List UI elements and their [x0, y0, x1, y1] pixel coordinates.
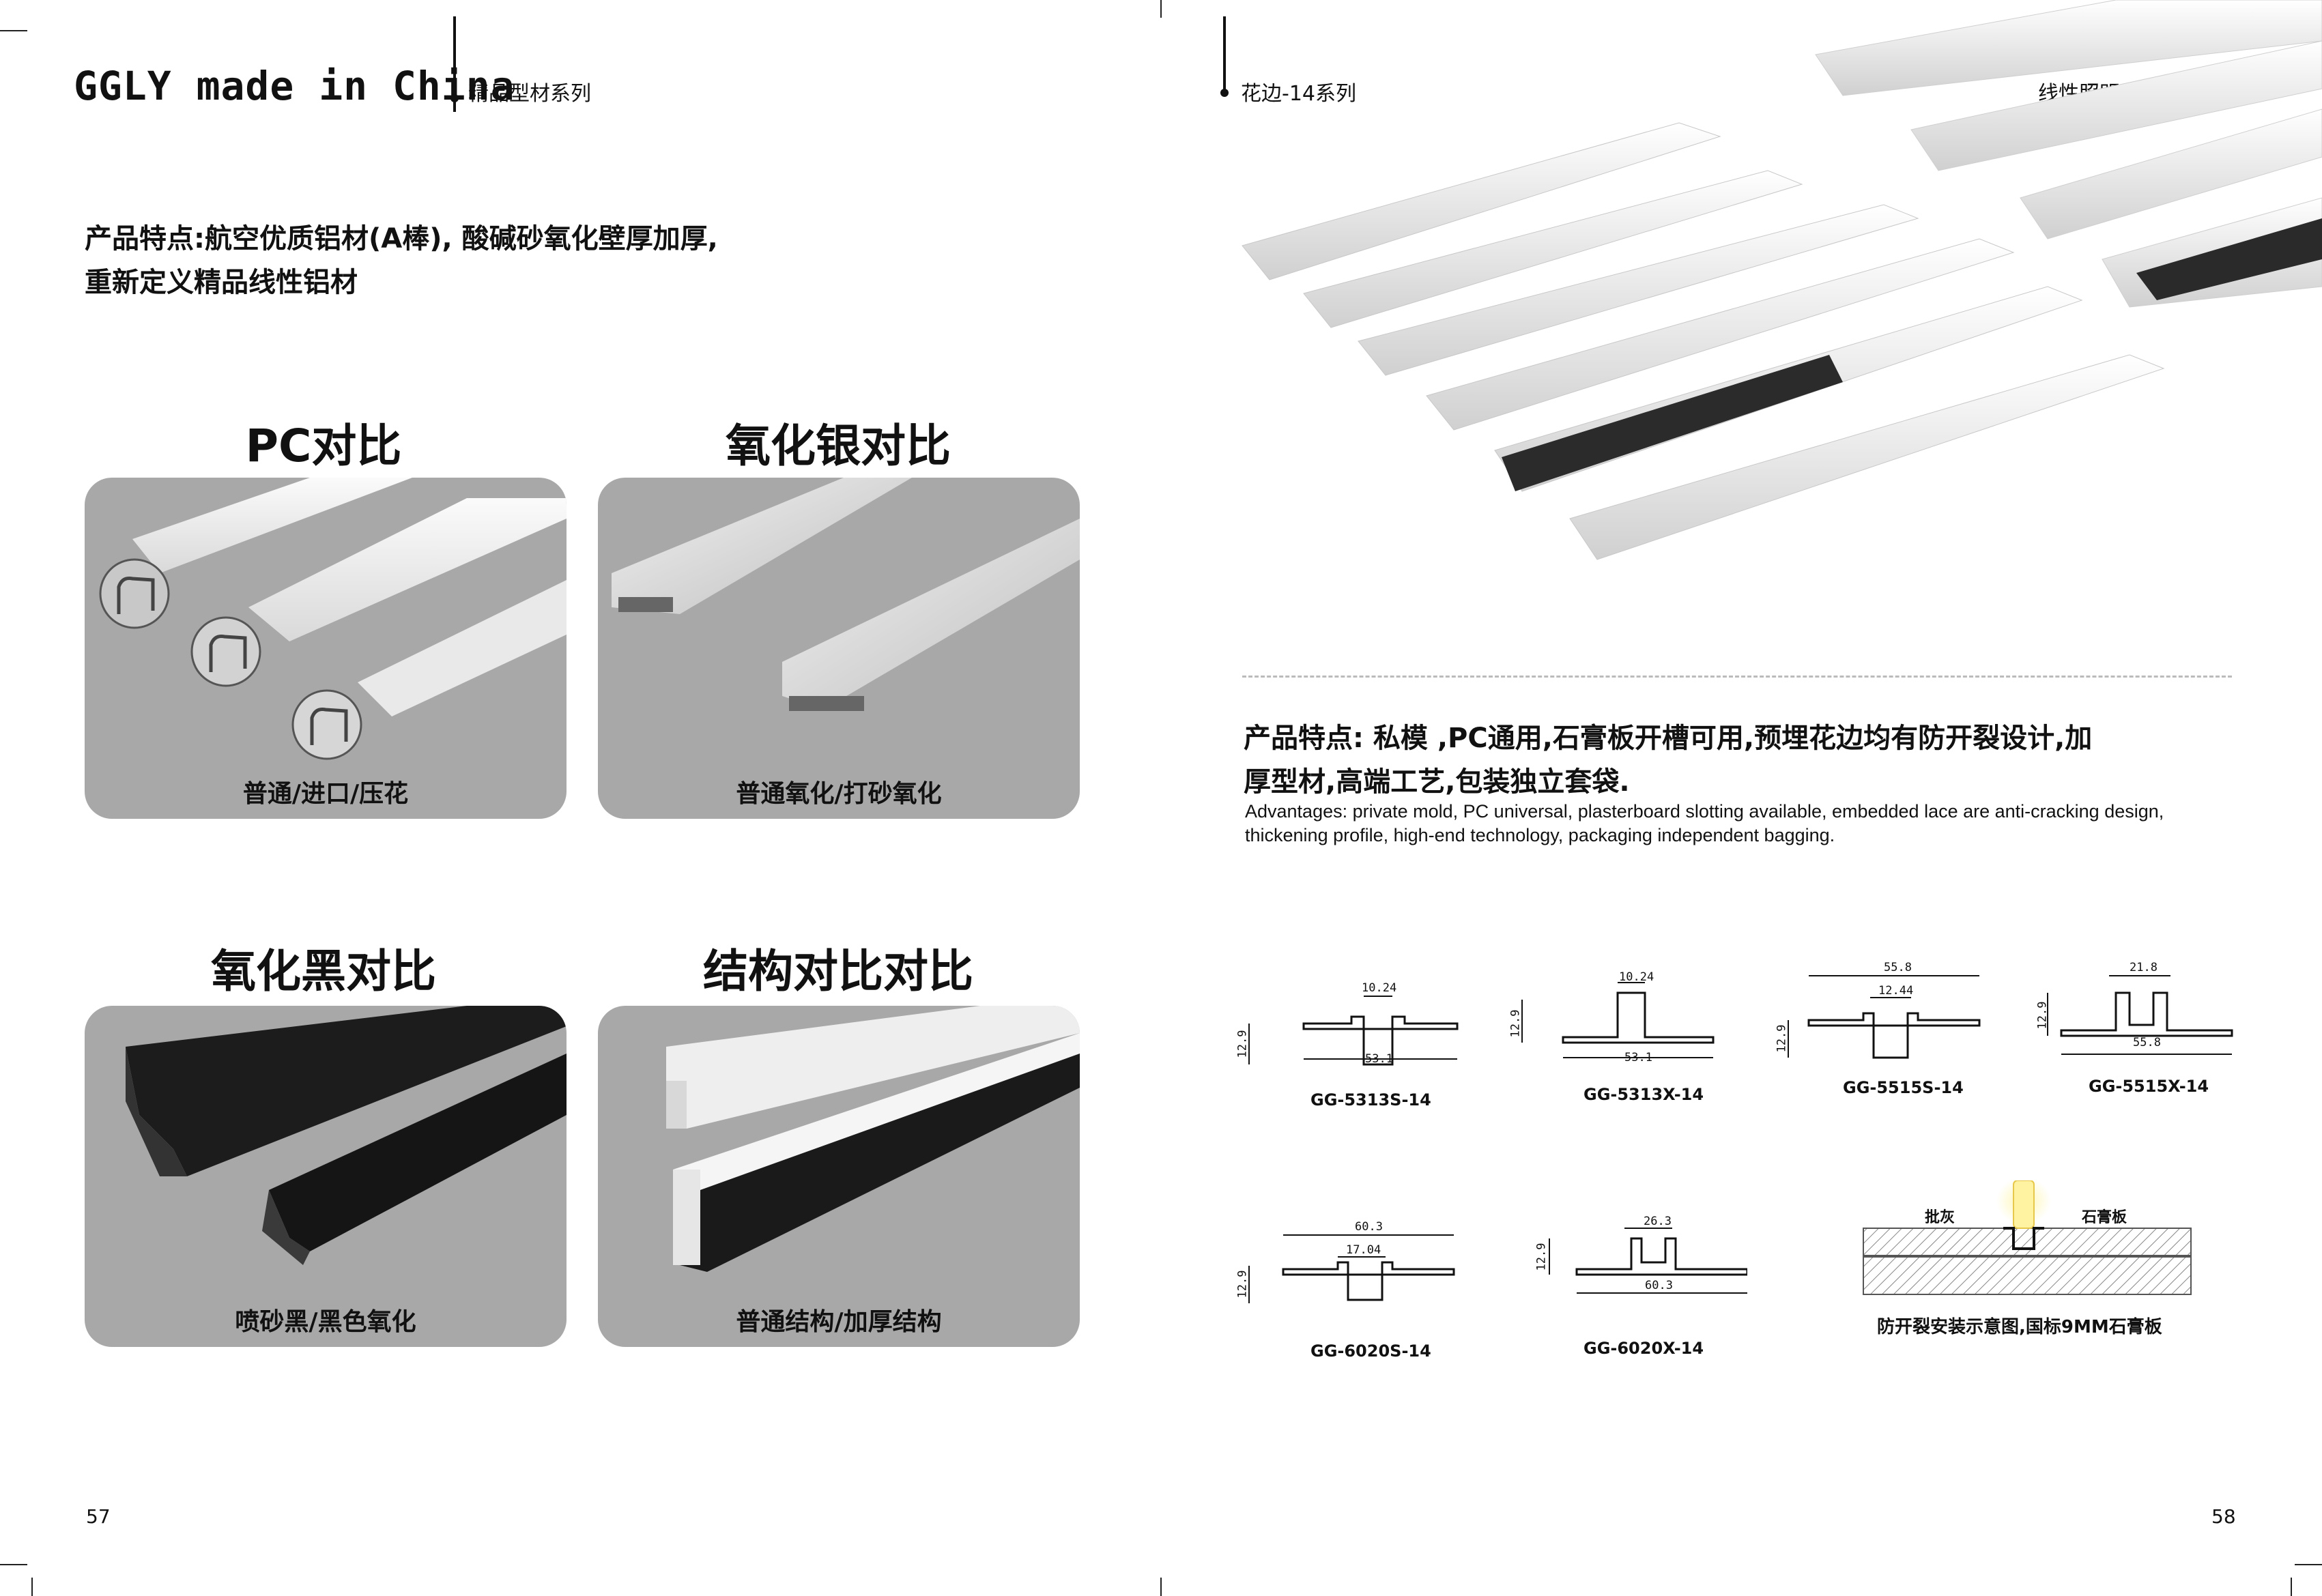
profile-model: GG-5515S-14 [1843, 1078, 1964, 1097]
install-caption: 防开裂安装示意图,国标9MM石膏板 [1877, 1317, 2162, 1337]
install-drawing [1863, 1177, 2192, 1295]
profile-diagram-6020x: 26.3 60.3 12.9 GG-6020X-14 [1502, 1208, 1749, 1358]
profile-top-dim: 26.3 [1644, 1215, 1672, 1228]
left-feature-line-1: 产品特点:航空优质铝材(A棒), 酸碱砂氧化壁厚加厚, [85, 223, 718, 255]
profile-diagram-5313x: 10.24 53.1 12.9 GG-5313X-14 [1502, 962, 1747, 1112]
advantages-text: Advantages: private mold, PC universal, … [1245, 800, 2241, 847]
advantages-line-2: thickening profile, high-end technology,… [1245, 825, 1835, 845]
profile-drawing [2047, 975, 2233, 1055]
right-feature-line-2: 厚型材,高端工艺,包装独立套袋. [1244, 766, 1630, 798]
profile-model: GG-5313S-14 [1310, 1090, 1431, 1109]
crop-mark [2295, 1564, 2322, 1565]
comparison-label-silver: 普通氧化/打砂氧化 [736, 780, 942, 808]
profile-top-dim: 55.8 [1884, 961, 1912, 974]
right-series-dot [1220, 89, 1229, 97]
profile-top-dim: 60.3 [1355, 1220, 1383, 1234]
left-feature-line-2: 重新定义精品线性铝材 [85, 267, 358, 298]
profile-height-dim: 12.9 [1235, 1270, 1250, 1298]
hero-profiles-image [1242, 0, 2322, 560]
comparison-panel-structure: 普通结构/加厚结构 [598, 1006, 1080, 1347]
profile-bottom-dim: 55.8 [2133, 1036, 2161, 1049]
comparison-title-pc: PC对比 [245, 420, 402, 472]
right-feature-line-1: 产品特点: 私模 ,PC通用,石膏板开槽可用,预埋花边均有防开裂设计,加 [1244, 723, 2093, 754]
profile-height-dim: 12.9 [1775, 1024, 1789, 1053]
crop-mark [1160, 0, 1162, 18]
install-right-label: 石膏板 [2082, 1209, 2127, 1226]
crop-mark [0, 1564, 27, 1565]
left-page-number: 57 [86, 1505, 111, 1528]
crop-mark [1160, 1578, 1162, 1596]
profile-model: GG-6020S-14 [1310, 1341, 1431, 1361]
profile-model: GG-5313X-14 [1583, 1085, 1704, 1104]
left-series-label: 精品型材系列 [468, 82, 591, 106]
right-feature-text: 产品特点: 私模 ,PC通用,石膏板开槽可用,预埋花边均有防开裂设计,加 厚型材… [1244, 716, 2240, 804]
brand-divider [453, 16, 456, 112]
profile-top-dim: 21.8 [2130, 961, 2158, 974]
profile-diagram-6020s: 60.3 17.04 12.9 GG-6020S-14 [1229, 1215, 1474, 1365]
right-series-label: 花边-14系列 [1241, 82, 1356, 106]
profile-bottom-dim: 53.1 [1365, 1052, 1393, 1066]
profile-drawing [1248, 1234, 1455, 1303]
pc-diffuser-image [99, 478, 567, 760]
brand-dot [450, 94, 459, 102]
profile-diagram-5313s: 10.24 53.1 12.9 GG-5313S-14 [1229, 969, 1474, 1119]
install-diagram: 批灰 石膏板 防开裂安装示意图,国标9MM石膏板 [1857, 1177, 2198, 1344]
comparison-panel-pc: 普通/进口/压花 [85, 478, 567, 819]
profile-inner-dim: 12.44 [1878, 984, 1914, 998]
profile-model: GG-6020X-14 [1583, 1339, 1704, 1358]
black-profile-image [126, 1006, 567, 1265]
right-series-divider [1223, 16, 1226, 91]
profile-model: GG-5515X-14 [2089, 1077, 2209, 1096]
comparison-label-structure: 普通结构/加厚结构 [736, 1308, 942, 1336]
comparison-panel-silver: 普通氧化/打砂氧化 [598, 478, 1080, 819]
profile-height-dim: 12.9 [1235, 1030, 1250, 1058]
comparison-label-black: 喷砂黑/黑色氧化 [235, 1308, 416, 1336]
profile-drawing [1521, 982, 1715, 1058]
comparison-title-silver: 氧化银对比 [726, 420, 951, 472]
profile-bottom-dim: 60.3 [1645, 1279, 1673, 1292]
profile-diagram-5515s: 55.8 12.44 12.9 GG-5515S-14 [1768, 955, 2020, 1105]
profile-top-dim: 10.24 [1619, 970, 1654, 984]
comparison-panel-black: 喷砂黑/黑色氧化 [85, 1006, 567, 1347]
section-divider [1242, 676, 2232, 678]
structure-profile-image [666, 1006, 1080, 1272]
profile-top-dim: 10.24 [1362, 981, 1397, 995]
comparison-title-structure: 结构对比对比 [703, 945, 973, 998]
profile-inner-dim: 17.04 [1346, 1243, 1381, 1257]
left-feature-text: 产品特点:航空优质铝材(A棒), 酸碱砂氧化壁厚加厚, 重新定义精品线性铝材 [85, 217, 718, 304]
brand-title: GGLY made in China [74, 63, 515, 109]
crop-mark [31, 1578, 33, 1596]
profile-height-dim: 12.9 [1534, 1243, 1549, 1271]
profile-bottom-dim: 53.1 [1624, 1051, 1652, 1064]
profile-height-dim: 12.9 [1508, 1009, 1523, 1038]
profile-diagram-5515x: 21.8 55.8 12.9 GG-5515X-14 [2034, 955, 2280, 1105]
install-left-label: 批灰 [1925, 1209, 1955, 1226]
profile-drawing [1248, 996, 1459, 1066]
profile-height-dim: 12.9 [2035, 1001, 2050, 1030]
crop-mark [0, 30, 27, 31]
comparison-title-black: 氧化黑对比 [211, 945, 436, 998]
comparison-label-pc: 普通/进口/压花 [242, 780, 409, 808]
crop-mark [2291, 1578, 2292, 1596]
advantages-line-1: Advantages: private mold, PC universal, … [1245, 801, 2164, 822]
profile-drawing [1788, 975, 1981, 1059]
right-page-number: 58 [2211, 1505, 2236, 1528]
silver-profile-image [612, 478, 1080, 711]
